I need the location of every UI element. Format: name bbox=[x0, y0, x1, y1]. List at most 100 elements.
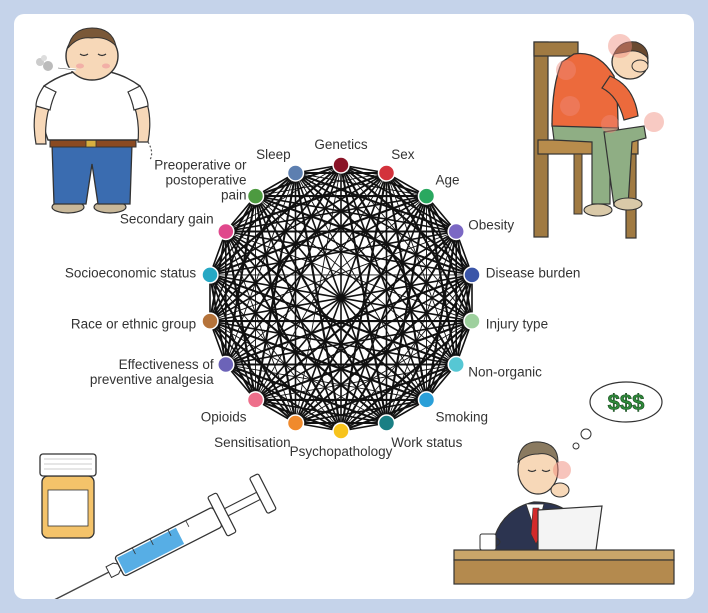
connection-work-status-race-or-ethnic-group bbox=[209, 320, 387, 424]
connection-smoking-effectiveness-of-preventive-analgesia bbox=[225, 364, 427, 401]
connection-effectiveness-of-preventive-analgesia-preoperative-or-postoperative-pain bbox=[224, 195, 257, 366]
connection-genetics-obesity bbox=[340, 164, 458, 233]
node-sex bbox=[377, 164, 396, 182]
node-non-organic bbox=[447, 355, 465, 374]
label-obesity: Obesity bbox=[468, 218, 514, 233]
risk-factor-connections bbox=[208, 163, 474, 433]
node-psychopathology bbox=[332, 422, 350, 440]
connection-obesity-socioeconomic-status bbox=[209, 230, 458, 276]
connection-race-or-ethnic-group-sleep bbox=[208, 171, 297, 323]
risk-factor-nodes bbox=[201, 156, 481, 440]
connection-race-or-ethnic-group-preoperative-or-postoperative-pain bbox=[209, 195, 257, 322]
connection-genetics-race-or-ethnic-group bbox=[209, 164, 342, 322]
node-work-status bbox=[377, 414, 396, 432]
label-smoking: Smoking bbox=[436, 410, 489, 425]
connection-sex-effectiveness-of-preventive-analgesia bbox=[225, 172, 388, 366]
connection-disease-burden-preoperative-or-postoperative-pain bbox=[254, 195, 474, 276]
connection-non-organic-sleep bbox=[294, 172, 458, 366]
connection-sensitisation-race-or-ethnic-group bbox=[209, 320, 297, 424]
connection-obesity-preoperative-or-postoperative-pain bbox=[254, 195, 458, 233]
connection-genetics-secondary-gain bbox=[225, 164, 342, 232]
node-preoperative-or-postoperative-pain bbox=[246, 187, 265, 205]
label-sensitisation: Sensitisation bbox=[214, 435, 291, 450]
connection-non-organic-socioeconomic-status bbox=[208, 273, 458, 366]
connection-injury-type-effectiveness-of-preventive-analgesia bbox=[225, 320, 473, 366]
connection-smoking-sleep bbox=[295, 172, 427, 401]
label-sleep: Sleep bbox=[256, 147, 291, 162]
label-injury-type: Injury type bbox=[486, 317, 548, 332]
node-opioids bbox=[246, 391, 265, 409]
node-obesity bbox=[447, 222, 465, 241]
connection-work-status-secondary-gain bbox=[225, 230, 388, 424]
connection-sensitisation-secondary-gain bbox=[225, 231, 296, 424]
connection-opioids-socioeconomic-status bbox=[209, 274, 257, 401]
node-disease-burden bbox=[463, 266, 481, 284]
connection-non-organic-psychopathology bbox=[340, 363, 458, 432]
connection-psychopathology-preoperative-or-postoperative-pain bbox=[254, 195, 342, 432]
connection-obesity-sleep bbox=[294, 171, 458, 233]
connection-smoking-secondary-gain bbox=[224, 230, 428, 401]
connection-disease-burden-psychopathology bbox=[340, 274, 473, 432]
overweight-smoker-illustration bbox=[33, 27, 153, 214]
node-socioeconomic-status bbox=[201, 266, 219, 284]
connection-age-secondary-gain bbox=[225, 195, 428, 233]
node-genetics bbox=[332, 156, 350, 174]
label-genetics: Genetics bbox=[314, 137, 368, 152]
connection-opioids-secondary-gain bbox=[224, 230, 257, 401]
connection-psychopathology-sleep bbox=[294, 171, 343, 433]
connection-smoking-race-or-ethnic-group bbox=[208, 320, 428, 401]
money-worry-text: $$$ bbox=[608, 390, 645, 415]
label-age: Age bbox=[436, 172, 460, 187]
connection-smoking-socioeconomic-status bbox=[209, 274, 428, 401]
connection-work-status-socioeconomic-status bbox=[208, 273, 388, 425]
connection-psychopathology-race-or-ethnic-group bbox=[208, 320, 343, 433]
worker-at-laptop-illustration: $$$ bbox=[453, 381, 675, 585]
connection-age-sleep bbox=[295, 172, 427, 197]
node-race-or-ethnic-group bbox=[201, 312, 219, 330]
connection-sex-socioeconomic-status bbox=[209, 172, 388, 276]
node-secondary-gain bbox=[217, 222, 235, 241]
label-socioeconomic-status: Socioeconomic status bbox=[65, 266, 197, 281]
connection-psychopathology-secondary-gain bbox=[224, 230, 343, 433]
label-opioids: Opioids bbox=[201, 410, 247, 425]
connection-disease-burden-secondary-gain bbox=[225, 230, 473, 276]
thought-bubble bbox=[589, 381, 663, 423]
connection-genetics-injury-type bbox=[340, 164, 473, 322]
connection-work-status-preoperative-or-postoperative-pain bbox=[254, 195, 388, 425]
connection-work-status-effectiveness-of-preventive-analgesia bbox=[224, 363, 388, 425]
connection-age-race-or-ethnic-group bbox=[209, 195, 428, 322]
label-disease-burden: Disease burden bbox=[486, 266, 581, 281]
connection-smoking-sensitisation bbox=[294, 399, 428, 424]
connection-psychopathology-effectiveness-of-preventive-analgesia bbox=[225, 363, 342, 432]
connection-injury-type-work-status bbox=[385, 320, 473, 424]
node-injury-type bbox=[463, 312, 481, 330]
connection-non-organic-preoperative-or-postoperative-pain bbox=[255, 195, 457, 365]
connection-genetics-smoking bbox=[340, 164, 428, 401]
pill-bottle-and-syringe-illustration bbox=[39, 453, 277, 599]
connection-socioeconomic-status-sleep bbox=[209, 172, 297, 276]
connection-effectiveness-of-preventive-analgesia-sleep bbox=[225, 172, 296, 365]
connection-age-injury-type bbox=[425, 195, 473, 322]
connection-sensitisation-preoperative-or-postoperative-pain bbox=[254, 195, 297, 425]
connection-obesity-sensitisation bbox=[294, 230, 458, 424]
connection-psychopathology-socioeconomic-status bbox=[209, 274, 342, 432]
label-work-status: Work status bbox=[391, 435, 462, 450]
connection-disease-burden-smoking bbox=[425, 274, 473, 401]
connection-sex-preoperative-or-postoperative-pain bbox=[255, 172, 387, 197]
node-smoking bbox=[417, 391, 436, 409]
connection-opioids-sleep bbox=[254, 171, 297, 401]
label-secondary-gain: Secondary gain bbox=[120, 212, 214, 227]
person-in-pain-illustration bbox=[533, 34, 664, 239]
connection-injury-type-secondary-gain bbox=[225, 231, 473, 322]
label-psychopathology: Psychopathology bbox=[290, 444, 393, 459]
connection-sex-disease-burden bbox=[385, 172, 473, 276]
connection-genetics-opioids bbox=[254, 164, 342, 401]
node-effectiveness-of-preventive-analgesia bbox=[217, 355, 235, 374]
connection-non-organic-race-or-ethnic-group bbox=[209, 320, 458, 366]
label-race-or-ethnic-group: Race or ethnic group bbox=[71, 317, 196, 332]
